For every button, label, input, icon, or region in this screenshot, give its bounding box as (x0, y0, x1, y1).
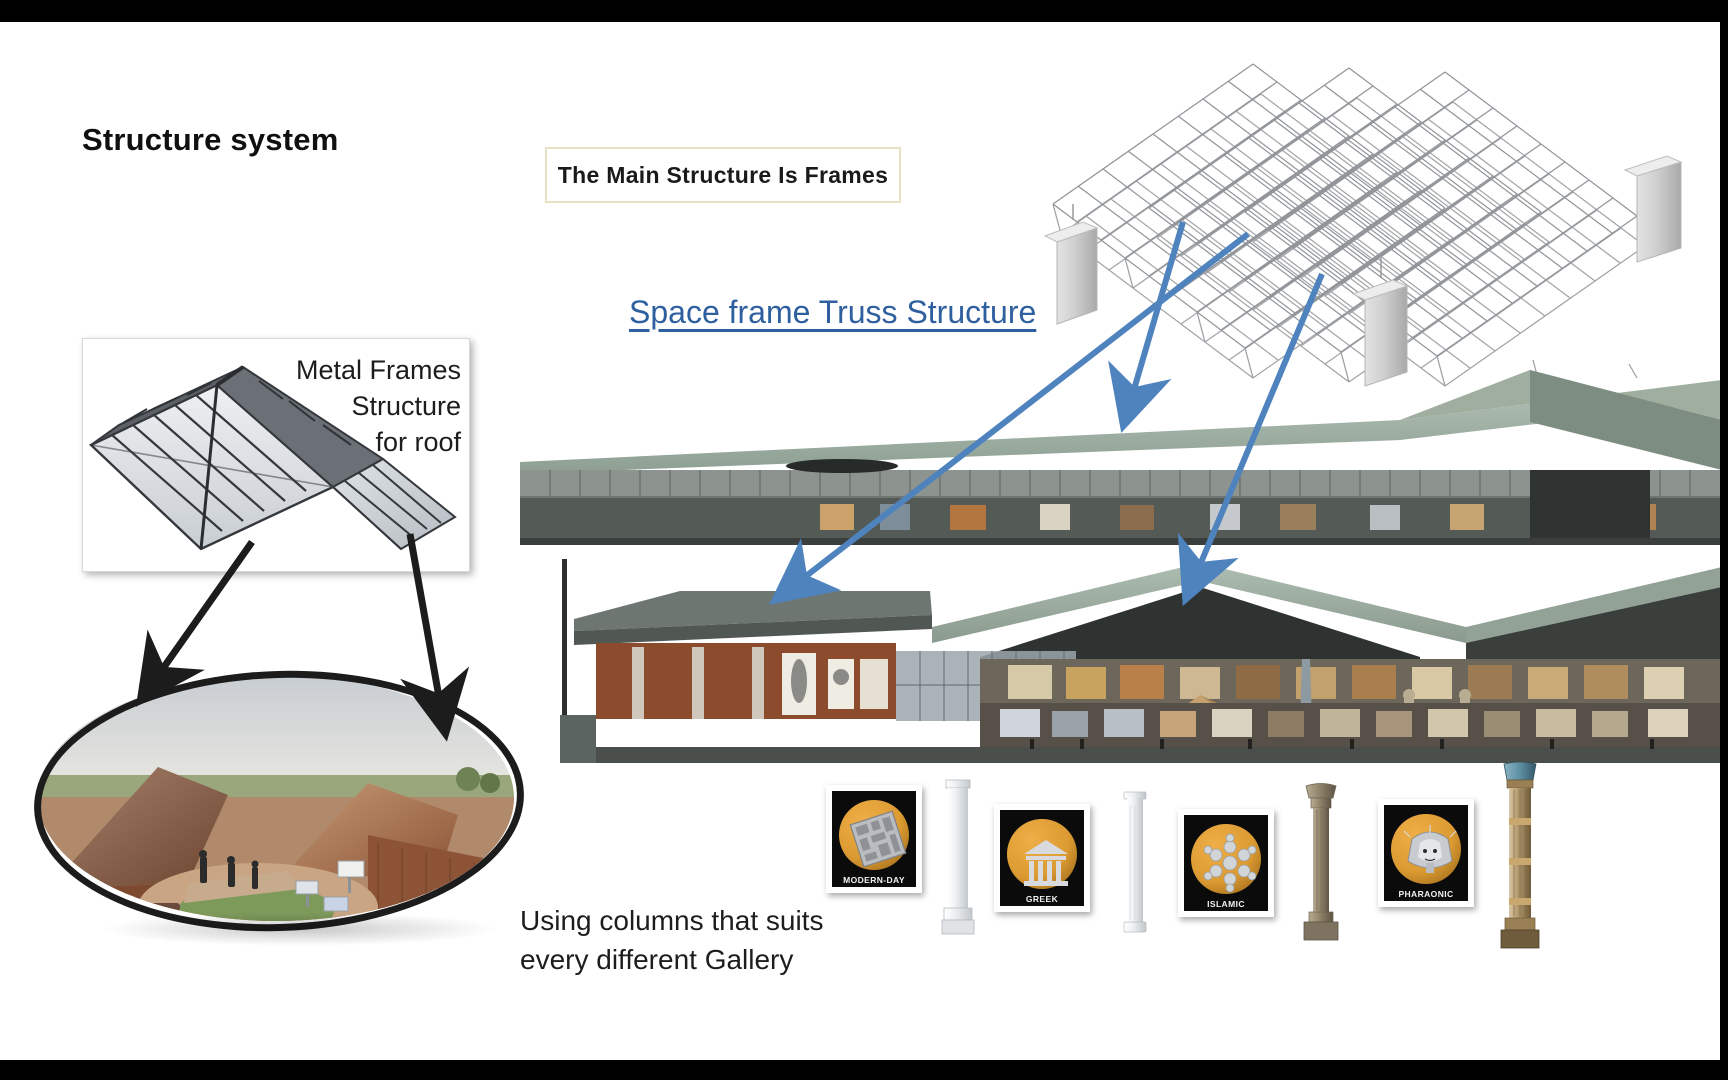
metal-frames-roof-panel: Metal Frames Structure for roof (82, 338, 470, 572)
gallery-card-greek-label: GREEK (1025, 894, 1059, 904)
museum-section-lower (560, 547, 1722, 769)
gallery-card-pharaonic[interactable]: PHARAONIC (1378, 799, 1474, 907)
standalone-column-pharaonic (1494, 761, 1546, 957)
gallery-card-modern-day[interactable]: MODERN-DAY (826, 785, 922, 893)
page-title: Structure system (82, 122, 339, 157)
roof-label-line-3: for roof (375, 426, 461, 457)
columns-caption-line-1: Using columns that suits (520, 905, 824, 936)
gallery-card-islamic[interactable]: ISLAMIC (1178, 809, 1274, 917)
gallery-card-pharaonic-label: PHARAONIC (1398, 889, 1454, 899)
truss-support-column-right (1623, 155, 1683, 263)
gallery-card-modern-day-art: MODERN-DAY (832, 791, 916, 887)
standalone-column-modern (938, 774, 978, 947)
main-structure-callout-text: The Main Structure Is Frames (557, 161, 889, 188)
oval-frame-ring (29, 662, 529, 940)
standalone-column-greek (1118, 788, 1152, 945)
museum-section-upper (520, 362, 1722, 545)
columns-caption-line-2: every different Gallery (520, 943, 794, 975)
roof-label-line-1: Metal Frames (295, 355, 461, 385)
space-frame-heading: Space frame Truss Structure (629, 294, 1037, 330)
aerial-render-oval (29, 662, 529, 946)
gallery-card-pharaonic-art: PHARAONIC (1384, 805, 1468, 901)
truss-support-column-middle (1351, 258, 1409, 387)
gallery-card-islamic-label: ISLAMIC (1207, 899, 1245, 909)
gallery-card-greek[interactable]: GREEK (994, 804, 1090, 912)
gallery-card-modern-day-label: MODERN-DAY (843, 875, 905, 885)
metal-frames-roof-label: Metal Frames Structure for roof (271, 353, 461, 461)
gallery-card-greek-art: GREEK (1000, 810, 1084, 906)
gallery-card-islamic-art: ISLAMIC (1184, 815, 1268, 911)
slide-canvas: Structure system The Main Structure Is F… (0, 22, 1722, 1060)
oval-drop-shadow (100, 912, 500, 946)
columns-caption: Using columns that suits every different… (520, 902, 823, 979)
standalone-column-islamic (1298, 782, 1344, 949)
main-structure-callout-box: The Main Structure Is Frames (545, 147, 901, 203)
metal-frames-roof-diagram (88, 365, 457, 551)
letterbox-right (1720, 0, 1728, 1080)
space-frame-truss-illustration (1035, 52, 1722, 412)
truss-support-column-left (1043, 204, 1099, 325)
roof-label-line-2: Structure (351, 390, 461, 421)
